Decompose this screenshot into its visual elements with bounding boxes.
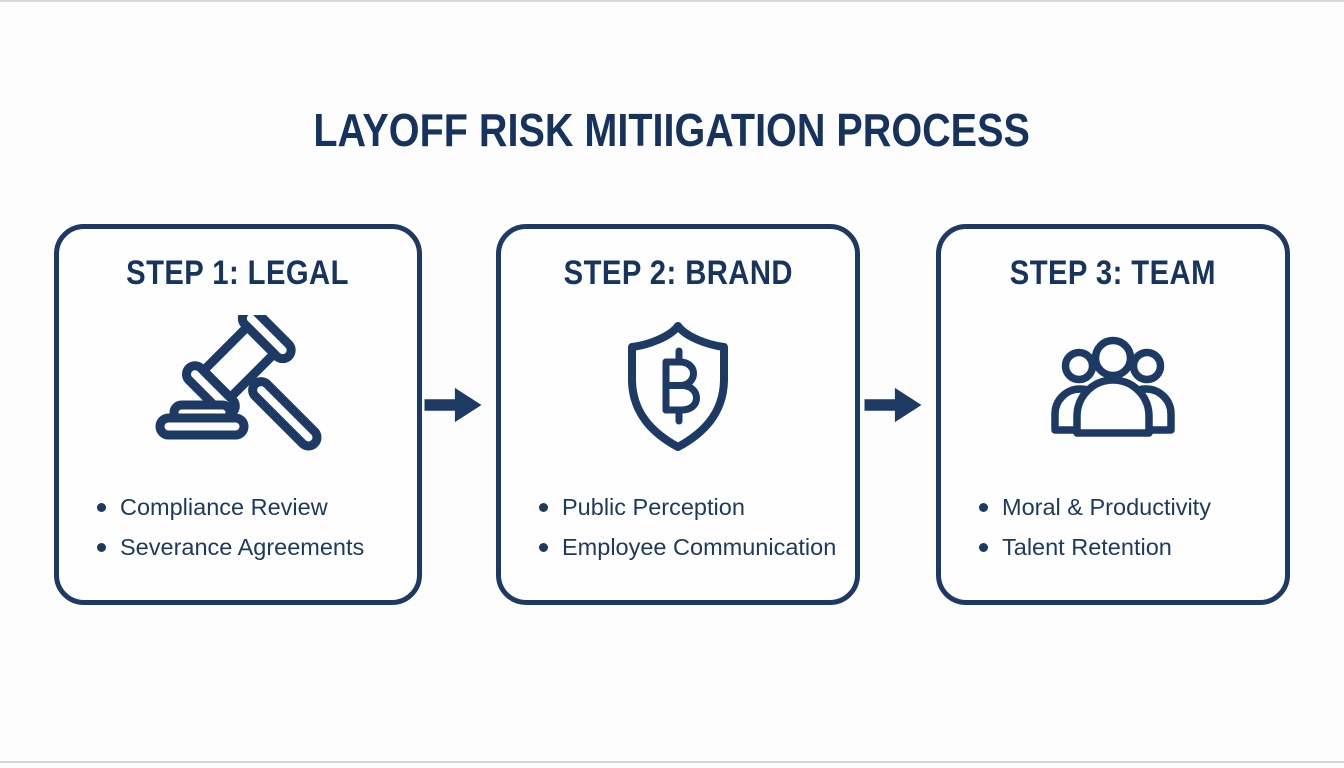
- flow-arrow-icon: [863, 386, 923, 424]
- step-heading-text: STEP 2: BRAND: [563, 254, 793, 292]
- bullet-item: Talent Retention: [979, 527, 1285, 567]
- bullet-item: Moral & Productivity: [979, 487, 1285, 527]
- bullet-item: Public Perception: [539, 487, 855, 527]
- bullet-text: Severance Agreements: [120, 533, 365, 560]
- bullet-dot: [539, 542, 548, 552]
- step-bullets: Compliance Review Severance Agreements: [97, 487, 417, 567]
- bullet-dot: [979, 542, 988, 552]
- step-bullets: Public Perception Employee Communication: [539, 487, 855, 567]
- bullet-item: Employee Communication: [539, 527, 855, 567]
- bullet-text: Public Perception: [562, 493, 745, 520]
- step-heading: STEP 2: BRAND: [501, 254, 855, 293]
- bullet-text: Talent Retention: [1002, 533, 1172, 560]
- step-heading-text: STEP 1: LEGAL: [126, 254, 350, 292]
- bullet-dot: [979, 502, 988, 512]
- step-card-team: STEP 3: TEAM Moral & Productivity: [936, 224, 1290, 605]
- bullet-item: Severance Agreements: [97, 527, 417, 567]
- flow-arrow-icon: [423, 386, 483, 424]
- bullet-dot: [97, 542, 106, 552]
- bullet-item: Compliance Review: [97, 487, 417, 527]
- step-card-brand: STEP 2: BRAND Public Perception: [496, 224, 860, 605]
- gavel-icon: [59, 305, 417, 467]
- step-heading: STEP 3: TEAM: [941, 254, 1285, 293]
- bullet-text: Employee Communication: [562, 533, 837, 560]
- shield-bitcoin-icon: [501, 305, 855, 467]
- bullet-text: Moral & Productivity: [1002, 493, 1211, 520]
- top-edge-line: [0, 0, 1344, 2]
- page-title-text: LAYOFF RISK MITIIGATION PROCESS: [313, 104, 1031, 156]
- step-heading-text: STEP 3: TEAM: [1009, 254, 1217, 292]
- step-bullets: Moral & Productivity Talent Retention: [979, 487, 1285, 567]
- step-card-legal: STEP 1: LEGAL: [54, 224, 422, 605]
- page-title: LAYOFF RISK MITIIGATION PROCESS: [0, 103, 1344, 157]
- step-heading: STEP 1: LEGAL: [59, 254, 417, 293]
- team-people-icon: [941, 305, 1285, 467]
- bottom-edge-line: [0, 761, 1344, 763]
- bullet-text: Compliance Review: [120, 493, 328, 520]
- bullet-dot: [97, 502, 106, 512]
- bullet-dot: [539, 502, 548, 512]
